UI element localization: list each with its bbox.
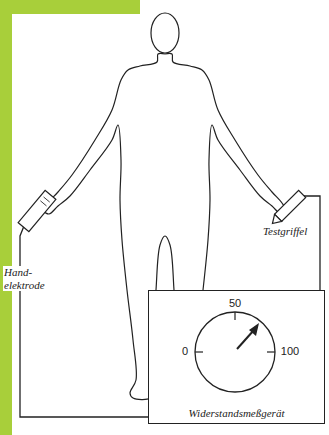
test-pen [269, 190, 306, 227]
electrode-body [18, 190, 56, 231]
electrode-mark [44, 197, 50, 202]
top-bar [0, 0, 140, 14]
scale-number: 50 [229, 297, 241, 310]
head-outline [151, 13, 179, 53]
wire [302, 196, 320, 290]
scale-number: 0 [182, 345, 188, 358]
needle [237, 330, 254, 349]
part-label: Hand- elektrode [3, 266, 55, 291]
scale-number: 100 [281, 345, 299, 358]
meter-caption: Widerstandsmeßgerät [149, 407, 324, 420]
side-bar [0, 0, 12, 435]
wires [20, 196, 320, 417]
needle-head [249, 323, 259, 336]
wire [20, 226, 148, 417]
tick [195, 351, 203, 352]
pen-body [275, 190, 306, 221]
tick [267, 351, 275, 352]
tick [234, 312, 235, 320]
dial [195, 312, 275, 392]
dial-circle [195, 312, 275, 392]
part-label: Testgriffel [262, 225, 308, 238]
electrode-mark [40, 201, 46, 206]
meter-ground [148, 290, 325, 424]
hand-electrode [18, 190, 56, 231]
